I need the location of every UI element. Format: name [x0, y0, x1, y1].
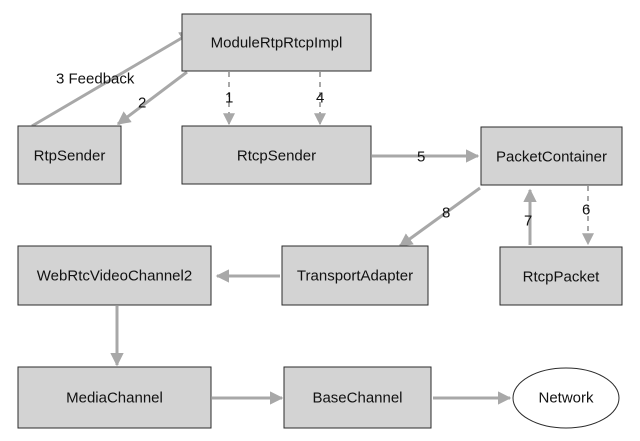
edge-label-step-7: 7 — [524, 213, 532, 230]
node-label: RtcpPacket — [523, 269, 601, 286]
node-label: Network — [538, 390, 594, 407]
node-label: RtcpSender — [237, 148, 316, 165]
node-module-rtp-rtcp-impl: ModuleRtpRtcpImpl — [181, 13, 372, 72]
node-label: ModuleRtpRtcpImpl — [211, 35, 343, 52]
node-label: WebRtcVideoChannel2 — [37, 268, 192, 285]
node-webrtc-video-channel2: WebRtcVideoChannel2 — [17, 245, 212, 306]
node-base-channel: BaseChannel — [283, 366, 432, 429]
edge-label-feedback: 3 Feedback — [56, 71, 135, 88]
node-label: MediaChannel — [66, 390, 163, 407]
node-rtcp-packet: RtcpPacket — [499, 246, 623, 306]
edge-label-step-1: 1 — [225, 90, 233, 107]
node-rtcp-sender: RtcpSender — [181, 125, 372, 185]
edge-step-2 — [116, 70, 188, 126]
node-label: PacketContainer — [496, 149, 607, 166]
node-label: BaseChannel — [312, 390, 402, 407]
node-rtp-sender: RtpSender — [17, 125, 122, 185]
edge-label-step-4: 4 — [316, 90, 324, 107]
edge-label-step-6: 6 — [582, 202, 590, 219]
edge-label-step-8: 8 — [442, 205, 450, 222]
node-media-channel: MediaChannel — [17, 366, 212, 429]
node-label: TransportAdapter — [297, 268, 413, 285]
node-packet-container: PacketContainer — [480, 126, 623, 186]
node-network: Network — [512, 367, 620, 429]
node-label: RtpSender — [34, 148, 106, 165]
edge-step-8 — [398, 186, 481, 248]
edge-feedback — [31, 30, 194, 128]
node-transport-adapter: TransportAdapter — [281, 245, 429, 306]
edge-label-step-5: 5 — [417, 149, 425, 166]
edge-label-step-2: 2 — [138, 95, 146, 112]
